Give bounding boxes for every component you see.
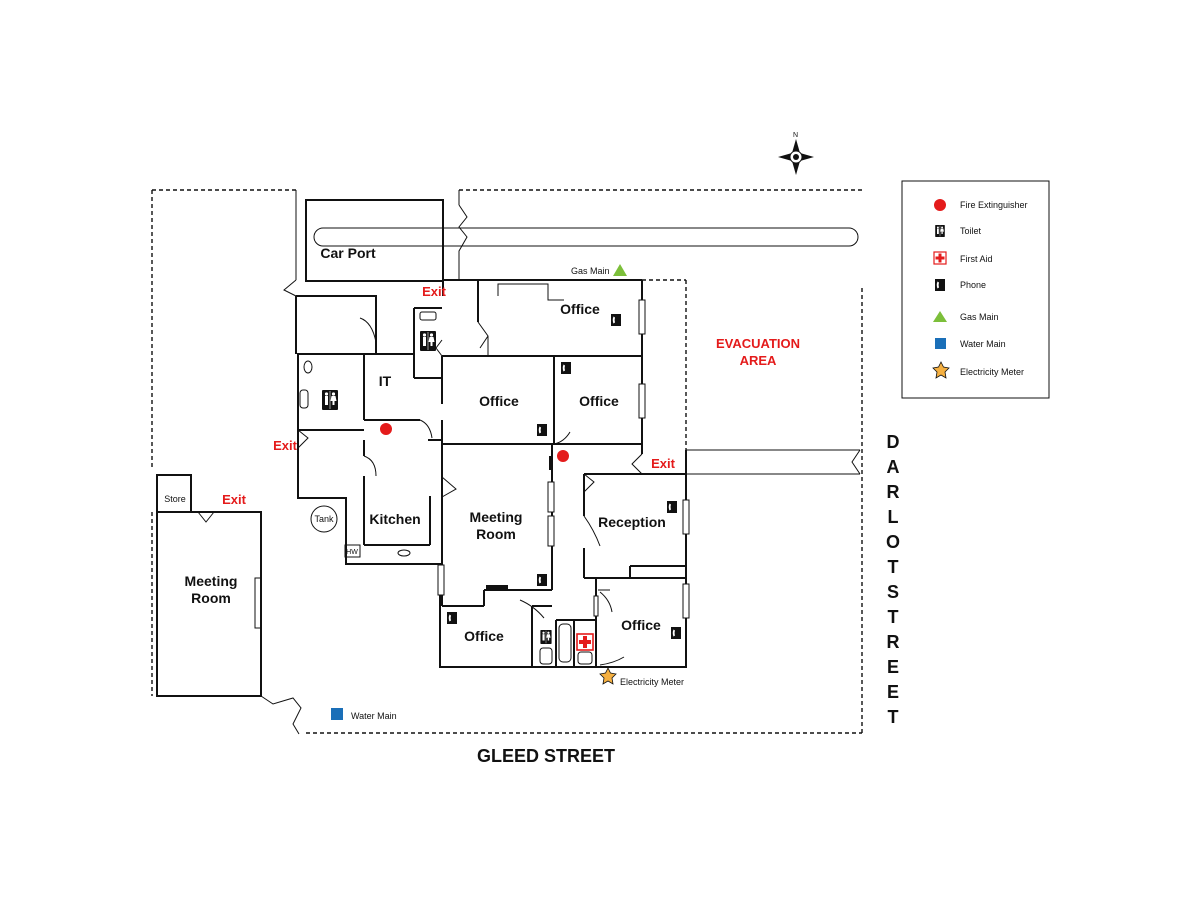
legend-first-aid-label: First Aid: [960, 254, 993, 264]
toilet-icon: [540, 629, 552, 645]
phone-icon: [447, 612, 457, 624]
office-mid-right-label: Office: [579, 393, 619, 409]
gas-main-icon: [613, 264, 627, 276]
phone-icon: [671, 627, 681, 639]
hw-label: HW: [346, 549, 358, 556]
exit-left-label: Exit: [273, 438, 298, 453]
property-boundary: [151, 189, 863, 734]
water-main-label: Water Main: [351, 711, 397, 721]
kitchen-label: Kitchen: [369, 511, 420, 527]
it-room-label: IT: [379, 373, 392, 389]
toilet-icon: [935, 224, 945, 238]
exit-top-label: Exit: [422, 284, 447, 299]
legend-water-main-label: Water Main: [960, 339, 1006, 349]
exit-side-label: Exit: [222, 492, 247, 507]
svg-text:S: S: [887, 582, 899, 602]
gleed-street-label: GLEED STREET: [477, 746, 615, 766]
meeting-room-main-label-line2: Room: [476, 526, 516, 542]
office-bottom-right-label: Office: [621, 617, 661, 633]
phone-icon: [561, 362, 571, 374]
store-room: [156, 474, 192, 513]
legend-gas-main-label: Gas Main: [960, 312, 999, 322]
svg-text:A: A: [887, 457, 900, 477]
fire-extinguisher-icon: [557, 450, 569, 462]
tank-label: Tank: [314, 514, 334, 524]
svg-text:R: R: [887, 632, 900, 652]
hot-water-unit: [344, 544, 361, 558]
svg-text:T: T: [888, 607, 899, 627]
phone-icon: [667, 501, 677, 513]
phone-icon: [537, 424, 547, 436]
svg-text:T: T: [888, 557, 899, 577]
gas-main-icon: [933, 311, 947, 322]
toilet-icon: [321, 389, 339, 411]
legend-electricity-meter-label: Electricity Meter: [960, 367, 1024, 377]
legend: Fire Extinguisher Toilet First Aid Phone…: [901, 180, 1050, 399]
car-port: [305, 199, 444, 282]
compass-icon: [778, 139, 814, 175]
compass-north-label: N: [793, 132, 798, 139]
darlot-street-label: D A R L O T S T R E E T: [886, 432, 900, 727]
svg-text:L: L: [888, 507, 899, 527]
driveway: [283, 190, 859, 297]
electricity-meter-label: Electricity Meter: [620, 677, 684, 687]
reception-label: Reception: [598, 514, 666, 530]
svg-text:O: O: [886, 532, 900, 552]
svg-text:E: E: [887, 682, 899, 702]
water-main-icon: [331, 708, 343, 720]
evacuation-area-label-line1: EVACUATION: [716, 336, 800, 351]
legend-fire-extinguisher-label: Fire Extinguisher: [960, 200, 1028, 210]
phone-icon: [935, 279, 945, 291]
office-top-label: Office: [560, 301, 600, 317]
svg-text:T: T: [888, 707, 899, 727]
toilet-icon: [419, 330, 437, 352]
windows: [254, 299, 690, 629]
phone-icon: [537, 574, 547, 586]
electricity-meter-icon: [932, 361, 950, 379]
fire-extinguisher-icon: [380, 423, 392, 435]
side-meeting-room: [156, 511, 262, 697]
interior-walls: [297, 283, 861, 667]
exit-right-label: Exit: [651, 456, 676, 471]
water-main-icon: [935, 338, 946, 349]
first-aid-icon: [576, 633, 594, 651]
bathroom-fixtures: [299, 311, 593, 665]
meeting-room-side-label-line1: Meeting: [185, 573, 238, 589]
meeting-room-side-label-line2: Room: [191, 590, 231, 606]
fire-extinguisher-icon: [934, 199, 946, 211]
svg-text:D: D: [887, 432, 900, 452]
store-label: Store: [164, 494, 186, 504]
svg-text:E: E: [887, 657, 899, 677]
office-bottom-left-label: Office: [464, 628, 504, 644]
phone-icon: [611, 314, 621, 326]
legend-phone-label: Phone: [960, 280, 986, 290]
legend-toilet-label: Toilet: [960, 226, 982, 236]
first-aid-icon: [933, 251, 947, 265]
electricity-meter-icon: [599, 667, 617, 685]
car-port-label: Car Port: [320, 245, 376, 261]
meeting-room-main-label-line1: Meeting: [470, 509, 523, 525]
svg-text:R: R: [887, 482, 900, 502]
gas-main-label: Gas Main: [571, 266, 610, 276]
office-mid-left-label: Office: [479, 393, 519, 409]
evacuation-area-label-line2: AREA: [740, 353, 777, 368]
tank: [310, 505, 338, 533]
